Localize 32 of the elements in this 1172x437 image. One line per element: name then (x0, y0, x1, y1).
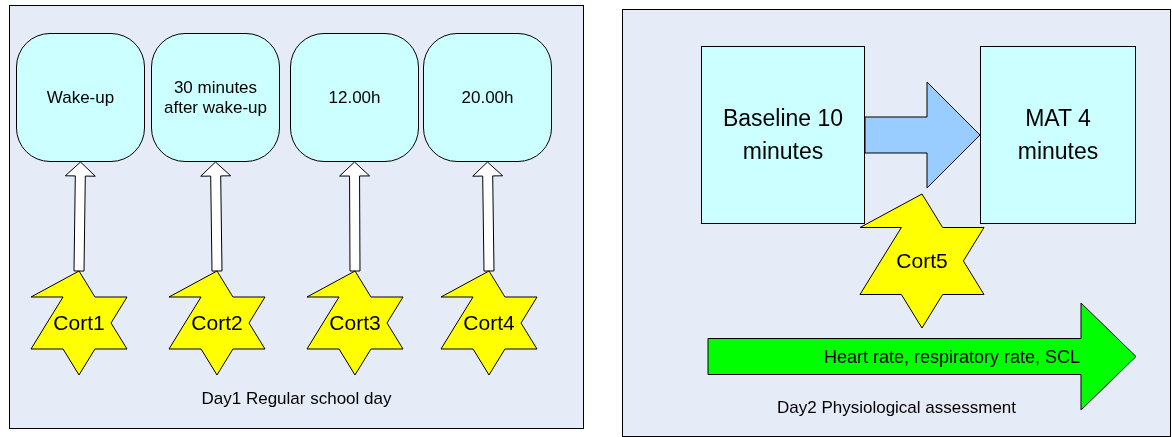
time-point-box (16, 33, 145, 162)
sample-label: Cort3 (329, 311, 381, 335)
cortisol-sample-star (441, 271, 537, 375)
time-label: Wake-up (46, 87, 115, 108)
sample-label: Cort4 (463, 311, 515, 335)
time-label: 30 minutes after wake-up (163, 77, 268, 118)
phase-label: MAT 4 minutes (1016, 104, 1100, 166)
panel-caption: Day2 Physiological assessment (776, 398, 1017, 417)
time-point-box (290, 33, 419, 162)
block-arrow (864, 81, 981, 189)
time-point-box (423, 33, 552, 162)
sample-label: Cort5 (896, 249, 948, 273)
time-label: 20.00h (461, 87, 514, 108)
block-arrow (64, 161, 96, 272)
cortisol-sample-star (307, 271, 403, 375)
sample-label: Cort1 (53, 311, 105, 335)
panel (622, 9, 1171, 437)
panel (9, 5, 584, 429)
cortisol-sample-star (860, 194, 984, 328)
panel-caption: Day1 Regular school day (201, 389, 392, 408)
block-arrow (339, 161, 371, 272)
sample-label: Cort2 (191, 311, 243, 335)
block-arrow (472, 161, 504, 272)
time-label: 12.00h (328, 87, 381, 108)
measurement-label: Heart rate, respiratory rate, SCL (823, 346, 1081, 368)
cortisol-sample-star (31, 271, 127, 375)
block-arrow (200, 161, 232, 272)
time-point-box (151, 33, 280, 162)
phase-box (980, 46, 1136, 224)
cortisol-sample-star (169, 271, 265, 375)
phase-box (701, 46, 865, 224)
phase-label: Baseline 10 minutes (721, 104, 845, 166)
